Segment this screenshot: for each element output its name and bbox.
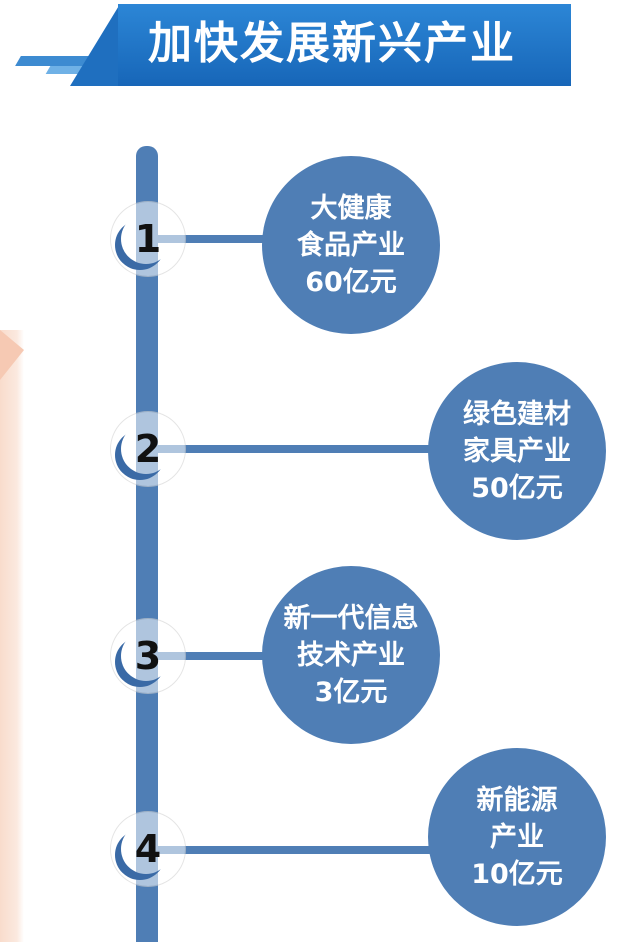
left-decorative-edge: [0, 330, 24, 942]
connector-3: [150, 652, 276, 660]
connector-2: [150, 445, 442, 453]
step-badge-4: 4: [111, 812, 185, 886]
connector-1: [150, 235, 276, 243]
bubble-line: 绿色建材: [463, 398, 571, 430]
bubble-line: 家具产业: [463, 435, 571, 467]
page-title: 加快发展新兴产业: [148, 18, 516, 69]
left-decorative-notch: [0, 330, 24, 380]
bubble-value: 50亿元: [471, 472, 563, 504]
bubble-value: 60亿元: [305, 266, 397, 298]
bubble-line: 食品产业: [297, 229, 405, 261]
bubble-line: 技术产业: [297, 639, 405, 671]
step-number: 2: [134, 427, 162, 471]
step-badge-3: 3: [111, 619, 185, 693]
step-badge-2: 2: [111, 412, 185, 486]
bubble-line: 产业: [490, 821, 544, 853]
header-bar: [118, 4, 571, 86]
header-wedge: [70, 4, 120, 86]
industry-bubble-4: 新能源 产业 10亿元: [428, 748, 606, 926]
industry-bubble-2: 绿色建材 家具产业 50亿元: [428, 362, 606, 540]
bubble-value: 10亿元: [471, 858, 563, 890]
step-badge-1: 1: [111, 202, 185, 276]
step-number: 1: [134, 217, 162, 261]
connector-4: [150, 846, 442, 854]
bubble-line: 新一代信息: [283, 602, 419, 634]
step-number: 4: [134, 827, 162, 871]
industry-bubble-1: 大健康 食品产业 60亿元: [262, 156, 440, 334]
bubble-line: 大健康: [310, 192, 392, 224]
step-number: 3: [134, 634, 162, 678]
timeline-line: [136, 146, 158, 942]
bubble-line: 新能源: [476, 784, 558, 816]
bubble-value: 3亿元: [314, 676, 388, 708]
industry-bubble-3: 新一代信息 技术产业 3亿元: [262, 566, 440, 744]
